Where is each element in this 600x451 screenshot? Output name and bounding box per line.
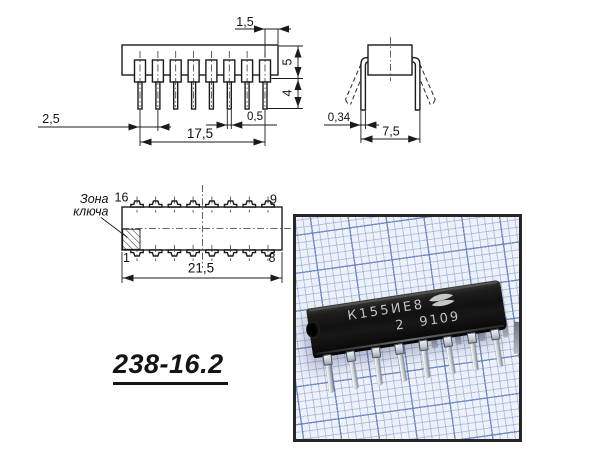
dim-lead-span: 7,5 — [360, 111, 421, 143]
pin-number-8: 8 — [269, 251, 276, 265]
dim-body-height-value: 5 — [281, 58, 295, 65]
chip-pin — [345, 350, 361, 389]
dim-pin-pitch-value: 2,5 — [42, 112, 59, 126]
top-view: Зона ключа 16 9 1 8 21,5 — [73, 185, 292, 283]
dim-pin-width: 0,5 — [206, 110, 277, 129]
dim-pin-length: 4 — [267, 78, 303, 109]
dim-pin-row-span-value: 17,5 — [187, 126, 213, 141]
dim-lead-thickness-value: 0,34 — [328, 112, 351, 124]
front-view: 2,5 17,5 0,5 — [38, 15, 303, 146]
dim-pin-pitch: 2,5 — [38, 110, 171, 146]
chip-pin — [394, 342, 409, 382]
dim-body-length: 21,5 — [121, 252, 283, 283]
dim-body-height: 5 — [271, 45, 303, 79]
pin-number-9: 9 — [270, 193, 277, 207]
key-zone-leader — [100, 217, 128, 238]
dim-pin-length-value: 4 — [281, 89, 295, 96]
pin-number-1: 1 — [123, 251, 130, 265]
dim-pin-col-offset-value: 1,5 — [236, 15, 253, 29]
dim-lead-thickness: 0,34 — [324, 111, 379, 143]
key-zone-label-line1: Зона — [80, 192, 109, 206]
side-view: 0,34 7,5 — [324, 37, 436, 143]
chip-pin — [370, 346, 385, 386]
chip-marking-batch: 2 — [394, 317, 407, 334]
manufacturer-logo-icon — [428, 293, 455, 307]
side-lead-right — [411, 56, 421, 111]
dim-lead-span-value: 7,5 — [382, 125, 399, 139]
chip-pin — [418, 339, 432, 378]
pin-number-16: 16 — [115, 191, 129, 205]
dim-pin-row-span: 17,5 — [140, 110, 266, 146]
chip-marking-line1: К155ИЕ8 — [346, 292, 456, 324]
dim-body-length-value: 21,5 — [188, 261, 214, 276]
dim-pin-width-value: 0,5 — [247, 111, 263, 123]
key-zone-label-line2: ключа — [73, 205, 108, 219]
key-zone — [100, 217, 141, 250]
package-code: 238-16.2 — [113, 349, 228, 385]
top-body — [121, 206, 283, 251]
chip-back-pin — [513, 321, 519, 354]
dim-pin-col-offset: 1,5 — [235, 15, 291, 57]
chip-pin — [322, 353, 336, 393]
